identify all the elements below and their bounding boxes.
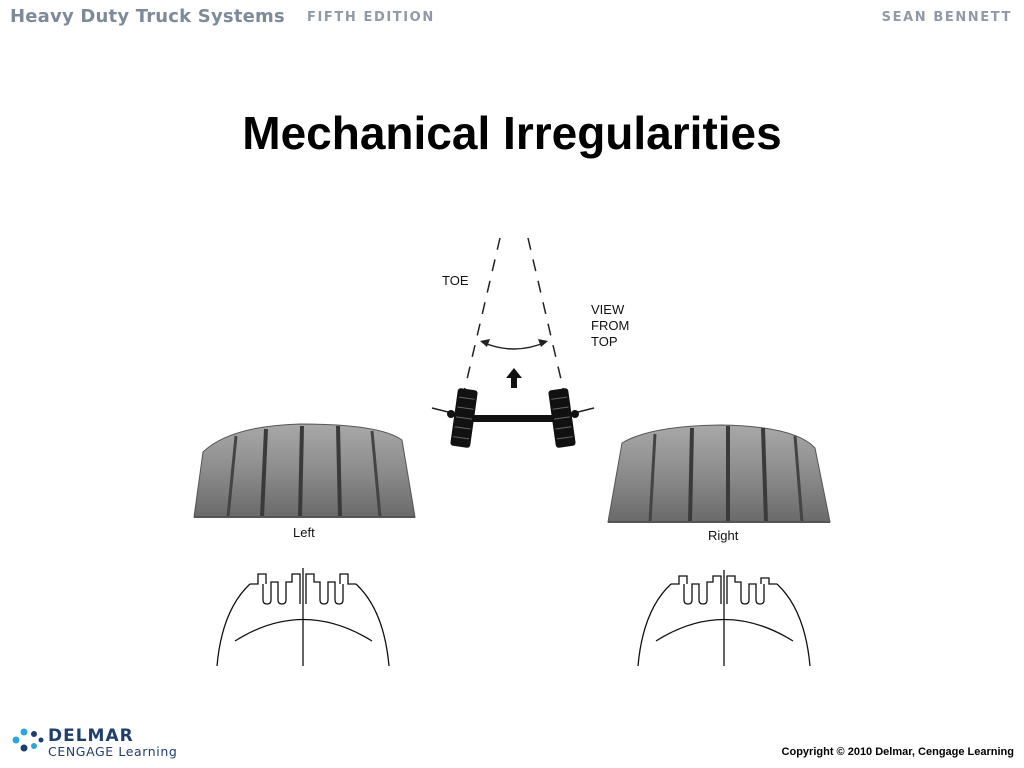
left-tire-label: Left: [293, 525, 315, 540]
toe-label: TOE: [442, 273, 469, 288]
view-label-line2: FROM: [591, 318, 629, 333]
right-tire-label: Right: [708, 528, 739, 543]
view-label-line1: VIEW: [591, 302, 625, 317]
logo-name: DELMAR: [48, 726, 134, 746]
logo-subtitle: CENGAGE Learning: [48, 744, 178, 759]
slide-title: Mechanical Irregularities: [242, 107, 782, 159]
axle-assembly: [431, 388, 595, 448]
author-name: SEAN BENNETT: [881, 10, 1012, 25]
book-title: Heavy Duty Truck Systems: [10, 6, 285, 27]
left-wheel-icon: [450, 388, 478, 448]
left-tire-tread: [193, 423, 416, 518]
delmar-logo-icon: [12, 728, 44, 752]
right-wheel-icon: [548, 388, 576, 448]
view-label-line3: TOP: [591, 334, 618, 349]
right-tire-cross-section: [637, 570, 811, 667]
right-tire-tread: [607, 424, 831, 523]
toe-angle-arrow: [480, 339, 548, 350]
left-tire-cross-section: [216, 568, 390, 667]
forward-arrow-icon: [506, 368, 522, 388]
edition-label: FIFTH EDITION: [307, 10, 435, 25]
copyright-notice: Copyright © 2010 Delmar, Cengage Learnin…: [781, 746, 1014, 758]
toe-lines: [460, 237, 568, 406]
